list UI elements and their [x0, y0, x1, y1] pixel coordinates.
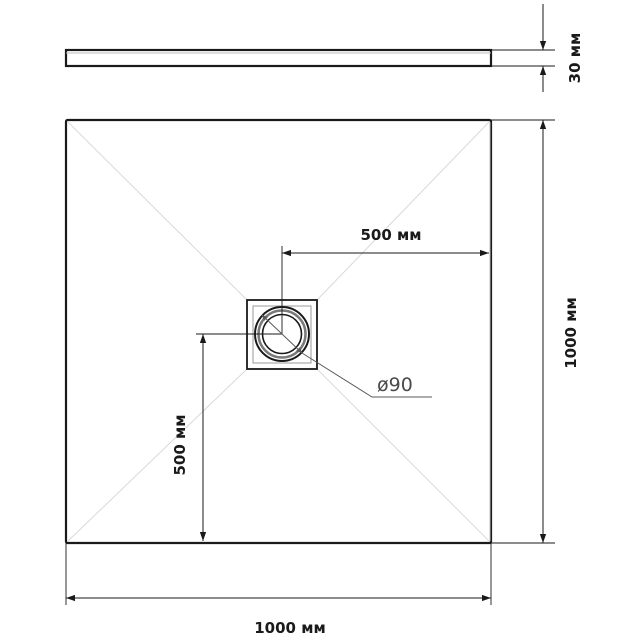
diameter-arrow-start — [262, 315, 268, 321]
drain-diameter-callout: ø90 — [261, 314, 432, 398]
tray-profile-outline — [64, 48, 493, 68]
drain-offset-x-label: 500 мм — [360, 226, 421, 244]
width-dimension: 1000 мм — [65, 543, 492, 637]
diameter-leader — [301, 352, 432, 398]
thickness-dimension: 30 мм — [491, 4, 584, 92]
slope-line-bottom-right — [316, 368, 490, 542]
height-label: 1000 мм — [562, 297, 580, 369]
tray-side-profile — [64, 48, 493, 68]
drain-diameter-label: ø90 — [377, 374, 413, 396]
diameter-line — [261, 314, 303, 354]
height-dimension: 1000 мм — [491, 119, 580, 544]
drain-offset-y-dimension: 500 мм — [171, 333, 282, 541]
slope-line-top-left — [67, 121, 248, 301]
width-label: 1000 мм — [254, 619, 326, 637]
slope-line-top-right — [316, 121, 490, 301]
thickness-label: 30 мм — [566, 33, 584, 84]
tray-top-view — [64, 118, 493, 545]
drain-offset-x-dimension: 500 мм — [281, 226, 489, 334]
diameter-arrow-end — [296, 347, 302, 353]
drain-offset-y-label: 500 мм — [171, 414, 189, 475]
slope-line-bottom-left — [67, 368, 248, 542]
